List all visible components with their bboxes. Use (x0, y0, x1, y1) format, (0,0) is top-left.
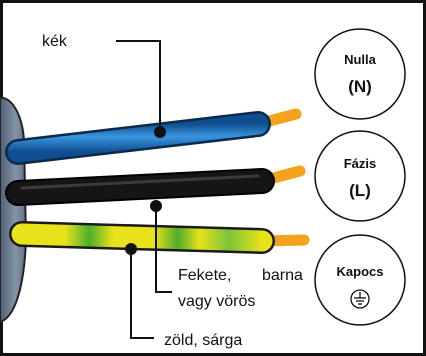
terminal-phase (314, 130, 406, 222)
blue-wire-dot (154, 126, 166, 138)
blue-wire-leader (116, 40, 161, 132)
blue-wire (7, 113, 269, 163)
black-wire-label-line2: vagy vörös (178, 293, 255, 310)
black-wire-label-line1b: barna (262, 267, 303, 284)
black-wire (7, 170, 273, 204)
ground-icon (350, 289, 370, 309)
terminal-neutral (314, 28, 406, 120)
green-yellow-wire-leader (130, 249, 154, 339)
terminal-phase-symbol: (L) (349, 181, 371, 200)
terminal-ground (314, 234, 406, 326)
terminal-neutral-symbol: (N) (348, 77, 372, 96)
green-yellow-wire-dot (125, 243, 137, 255)
terminal-neutral-name: Nulla (344, 52, 377, 67)
black-wire-label-line1: Fekete, (178, 267, 231, 284)
black-wire-leader (155, 206, 172, 293)
black-wire-dot (150, 200, 162, 212)
terminal-phase-name: Fázis (344, 156, 377, 171)
cable-sheath (0, 96, 28, 324)
terminal-ground-name: Kapocs (337, 264, 384, 279)
green-yellow-wire-label: zöld, sárga (164, 332, 242, 349)
green-yellow-wire (11, 223, 273, 252)
blue-wire-label: kék (42, 33, 68, 50)
